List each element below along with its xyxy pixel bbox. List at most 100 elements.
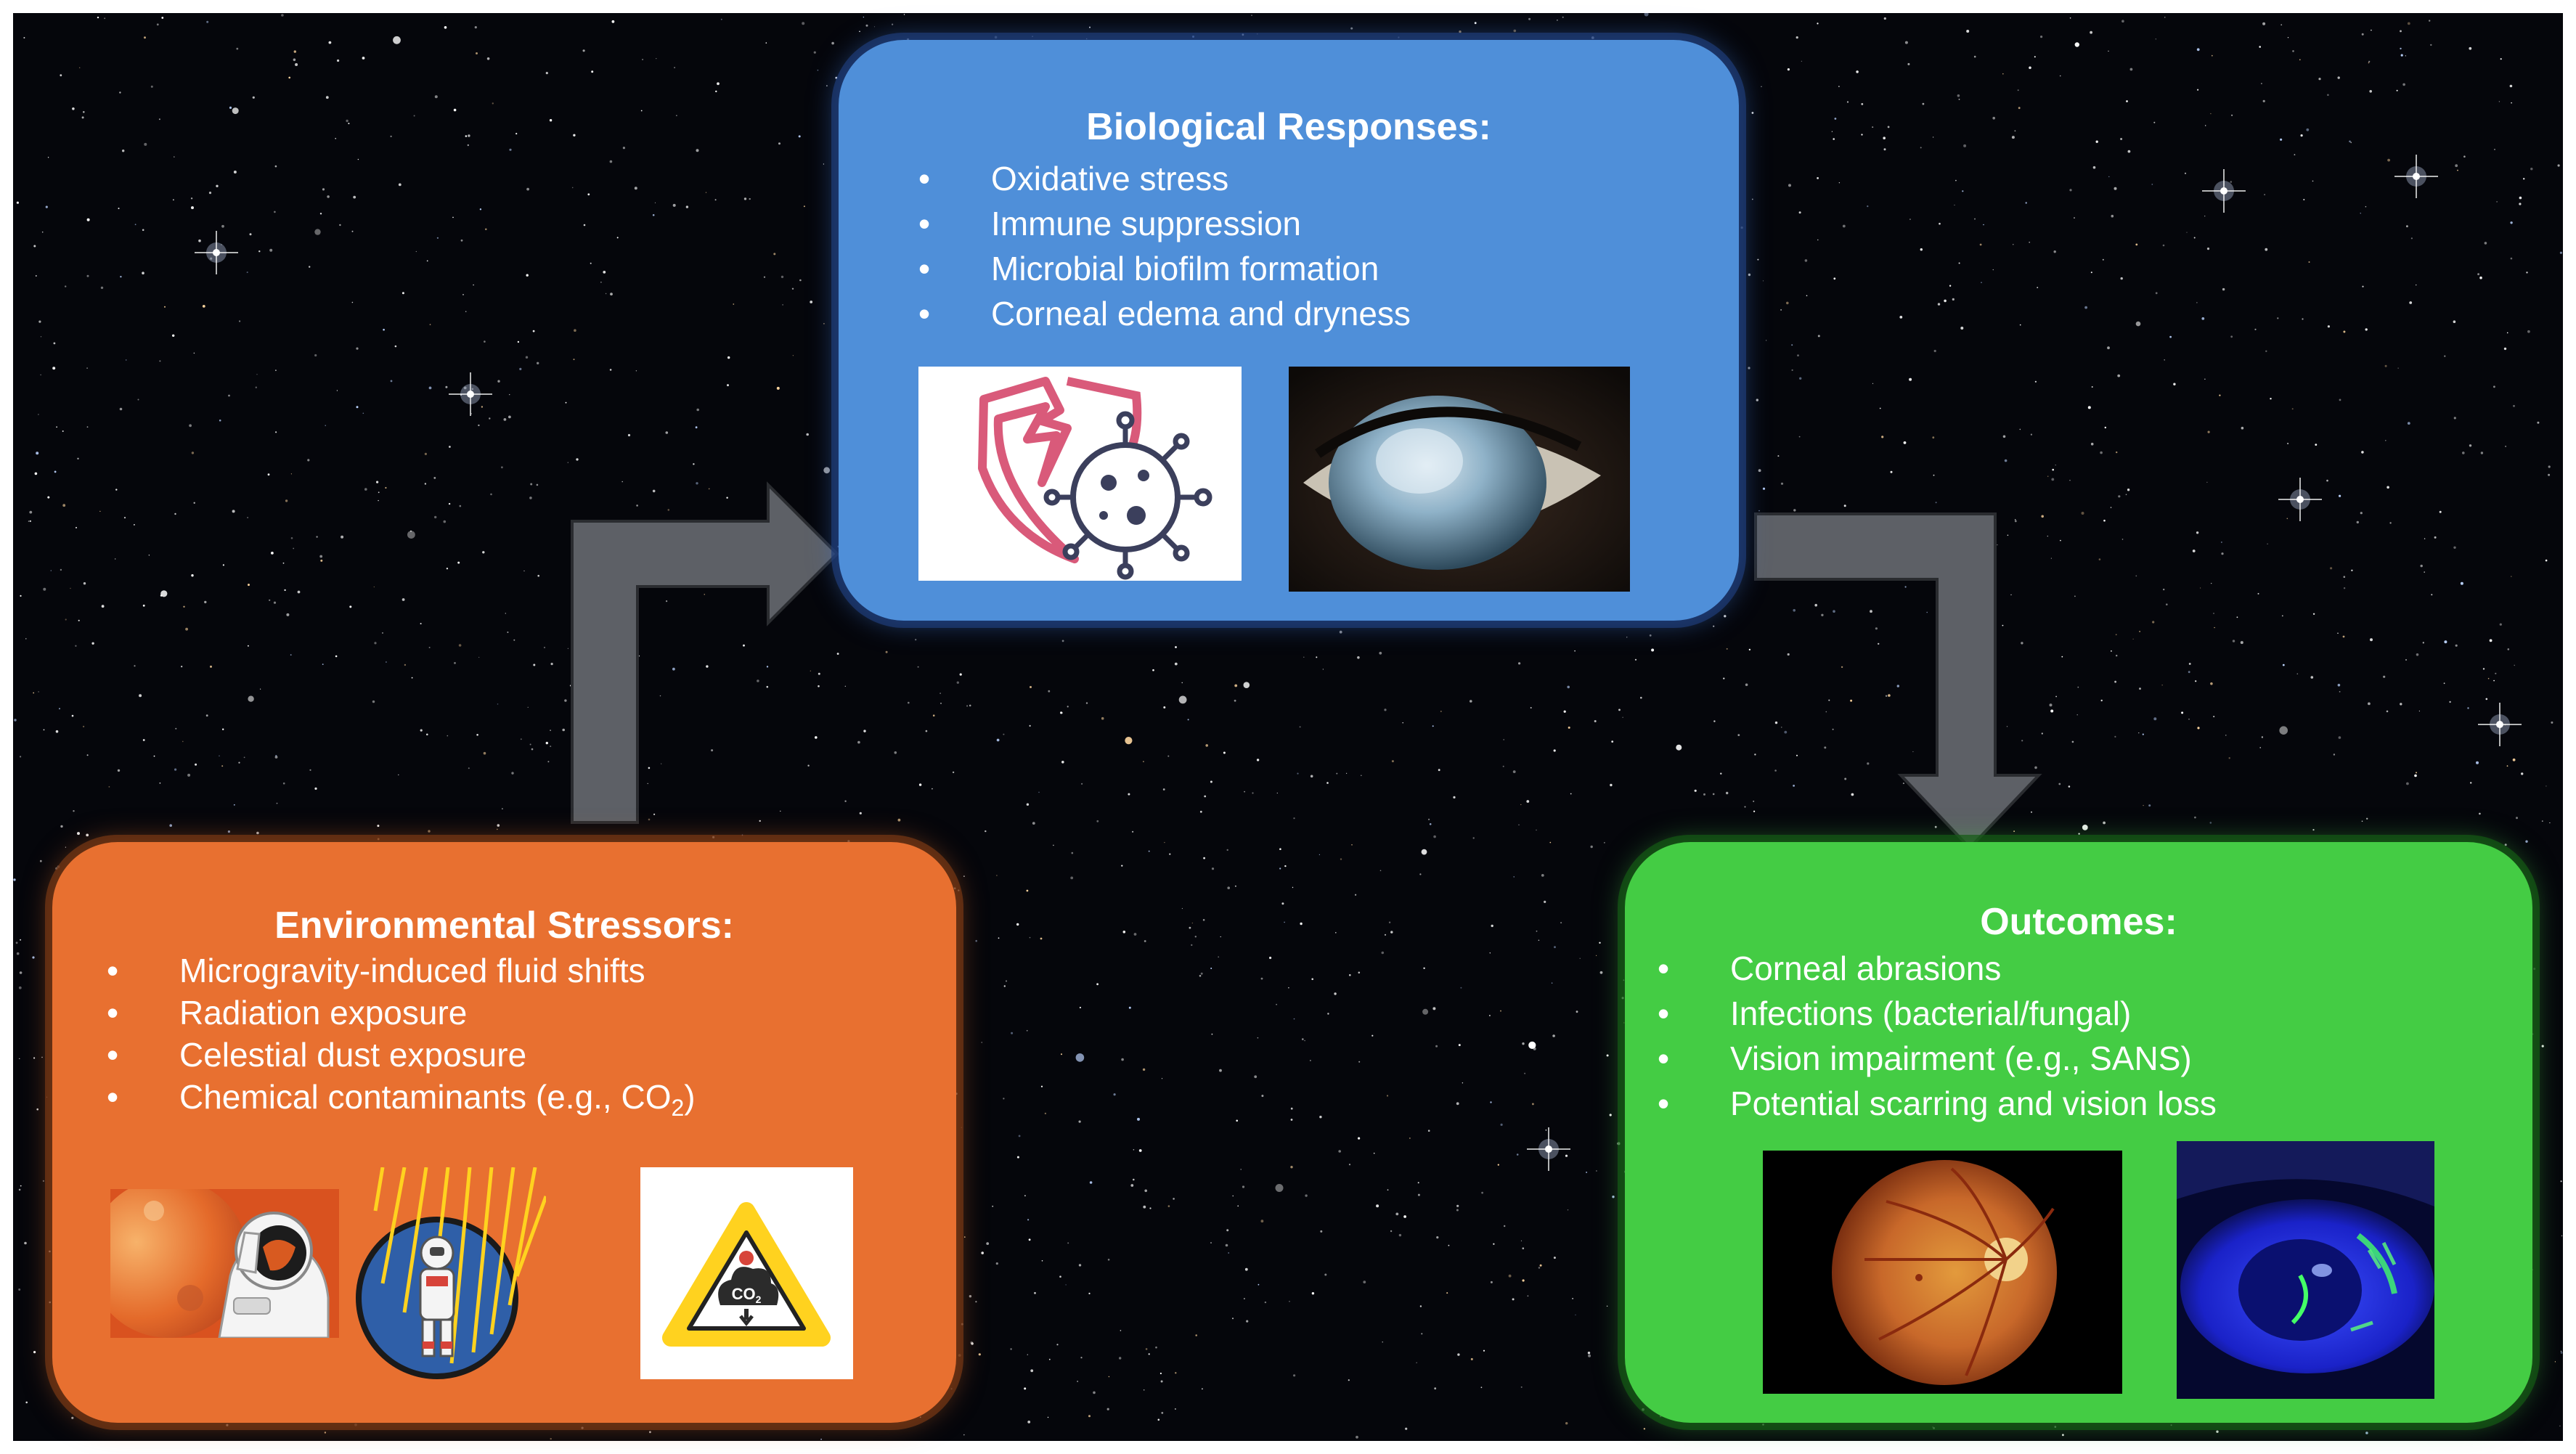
bullet: • (1658, 949, 1670, 987)
star (1234, 885, 1236, 887)
co2-subscript: 2 (671, 1095, 685, 1122)
star (2479, 812, 2481, 815)
list-item-text: Radiation exposure (179, 994, 468, 1032)
star (2371, 29, 2372, 31)
star (174, 512, 176, 515)
star (411, 677, 413, 679)
star (1491, 924, 1493, 928)
star (1949, 285, 1952, 287)
star (956, 681, 960, 684)
star (1304, 1040, 1305, 1042)
star (865, 24, 868, 27)
star (2103, 519, 2106, 522)
star (708, 488, 710, 490)
star (925, 730, 928, 732)
star (465, 135, 468, 137)
retina-fundus-photo (1763, 1151, 2122, 1394)
star (1973, 55, 1976, 58)
star (274, 756, 278, 759)
star (1516, 1153, 1519, 1156)
star (206, 20, 209, 23)
star (1181, 907, 1183, 910)
star (574, 329, 576, 332)
list-item: •Oxidative stress (918, 156, 1411, 201)
star (274, 165, 277, 168)
star (649, 1431, 651, 1434)
star (1044, 1112, 1047, 1115)
star (720, 18, 722, 20)
bullet: • (107, 994, 119, 1032)
star (1867, 205, 1869, 208)
star (1480, 1386, 1483, 1389)
star (324, 1431, 327, 1434)
star (757, 679, 759, 682)
star (49, 1301, 51, 1304)
star (1435, 1045, 1438, 1047)
star (1018, 1135, 1021, 1138)
star (1024, 1195, 1026, 1197)
star (733, 303, 735, 305)
star (2201, 317, 2205, 320)
outcomes-title: Outcomes: (1980, 901, 2177, 943)
star (424, 483, 427, 485)
star (1834, 118, 1837, 120)
star (134, 224, 136, 226)
star (185, 627, 188, 631)
star (2400, 54, 2403, 57)
star (1513, 876, 1515, 878)
star (917, 666, 919, 668)
star (2410, 237, 2413, 240)
star (2500, 58, 2502, 60)
star (2116, 451, 2118, 454)
star (2006, 726, 2008, 727)
star (1753, 810, 1756, 812)
star (1152, 669, 1154, 671)
star (309, 769, 311, 771)
star (1456, 1209, 1459, 1212)
star (142, 604, 145, 607)
star (120, 276, 122, 278)
star (1335, 932, 1337, 934)
star (1483, 1349, 1485, 1352)
star (2527, 330, 2530, 333)
star (86, 754, 89, 756)
star (479, 208, 482, 211)
star (142, 739, 145, 741)
star (892, 23, 894, 25)
star (1756, 399, 1758, 401)
star (1883, 17, 1886, 20)
star (2443, 682, 2445, 685)
star (2014, 520, 2017, 523)
star (806, 433, 809, 436)
star (46, 1096, 48, 1098)
star (1907, 62, 1910, 65)
star (32, 956, 35, 959)
star (2184, 172, 2187, 174)
star (550, 663, 553, 666)
star (1777, 455, 1780, 457)
star (1093, 1391, 1096, 1394)
star (314, 229, 321, 235)
star (1016, 1156, 1019, 1159)
star (191, 452, 195, 454)
star (981, 1251, 984, 1254)
star (436, 237, 439, 239)
star (293, 50, 296, 53)
star (1539, 1264, 1542, 1267)
star (1024, 1387, 1027, 1390)
star (473, 284, 474, 286)
star (1319, 1116, 1322, 1119)
star (1056, 1344, 1059, 1346)
star (2060, 539, 2061, 542)
star (1133, 1178, 1135, 1181)
star (550, 1437, 552, 1440)
star (1163, 706, 1166, 708)
star (1432, 1007, 1436, 1010)
star (402, 598, 405, 601)
star (1904, 41, 1908, 44)
star (2370, 638, 2373, 642)
star (2449, 701, 2451, 703)
star (1796, 36, 1798, 39)
star (86, 218, 90, 221)
star (1358, 1061, 1361, 1063)
